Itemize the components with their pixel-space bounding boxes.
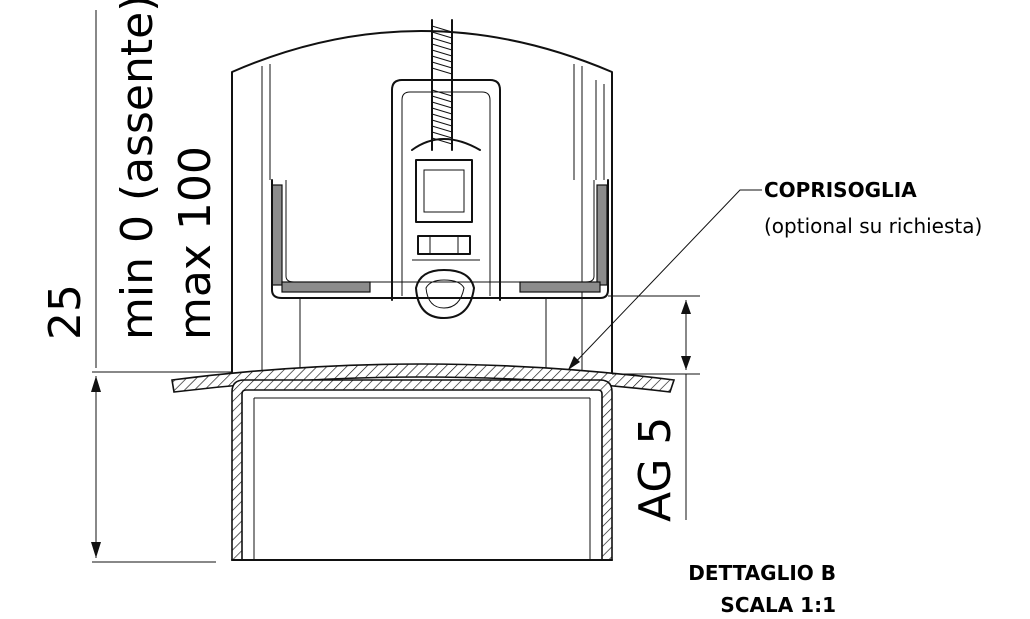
dimension-ag-line	[681, 300, 691, 520]
callout-subtitle: (optional su richiesta)	[764, 214, 982, 238]
dim-max-label: max 100	[170, 146, 221, 340]
door-profile	[231, 30, 613, 373]
callout-leader	[567, 189, 762, 371]
u-channel	[271, 179, 609, 299]
detail-title: DETTAGLIO B	[688, 561, 836, 585]
seal-housing	[391, 79, 501, 301]
threaded-spring	[431, 19, 453, 151]
dim-min-label: min 0 (assente)	[112, 0, 163, 340]
detail-scale: SCALA 1:1	[720, 593, 836, 617]
dim-ag-label: AG 5	[630, 417, 681, 522]
extension-lines	[92, 295, 700, 563]
dim-25-label: 25	[40, 284, 91, 340]
rubber-seal	[415, 269, 475, 319]
callout-title: COPRISOGLIA	[764, 178, 917, 202]
threshold-box	[231, 379, 613, 561]
dimension-25-line	[91, 10, 101, 558]
